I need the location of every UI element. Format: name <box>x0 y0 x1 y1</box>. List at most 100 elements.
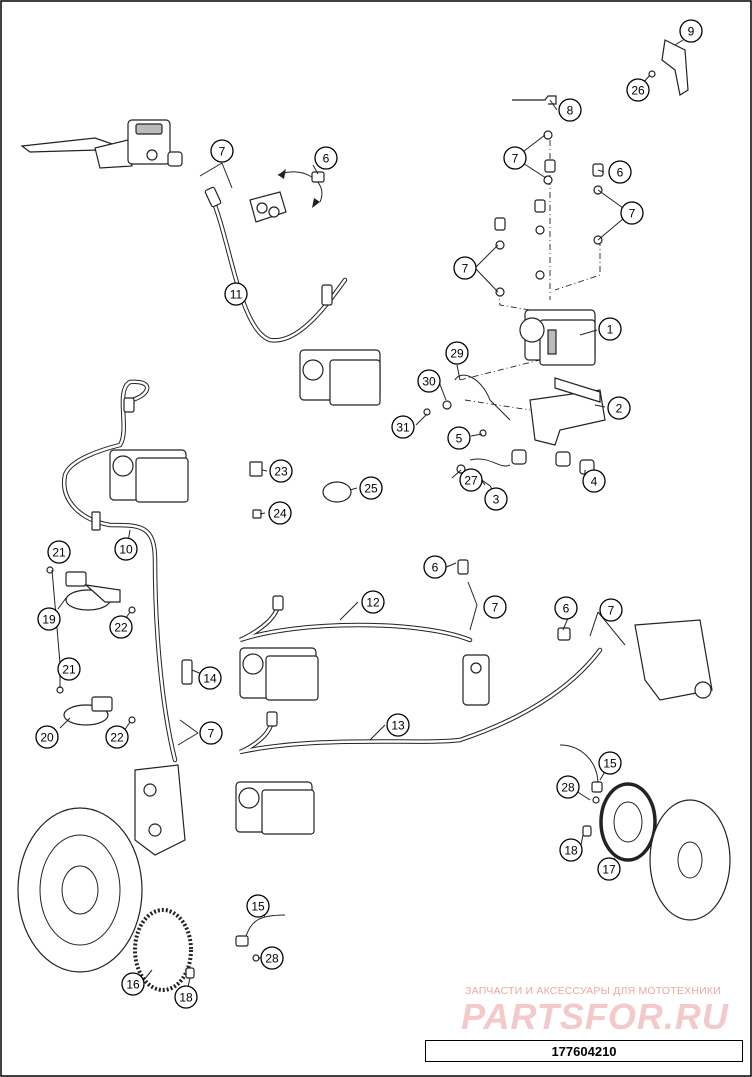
callout-number: 6 <box>323 152 330 166</box>
abs-unit-view-3 <box>239 647 319 701</box>
callout-number: 27 <box>464 474 478 488</box>
callout-number: 5 <box>456 432 463 446</box>
front-brake-caliper <box>134 659 193 856</box>
brake-hose-13 <box>239 647 603 755</box>
callout-23: 23 <box>269 459 293 483</box>
callout-25: 25 <box>359 476 383 500</box>
callout-number: 28 <box>561 781 575 795</box>
callout-circle <box>109 615 133 639</box>
callout-13: 13 <box>386 713 410 737</box>
callout-number: 6 <box>432 561 439 575</box>
callout-14: 14 <box>198 666 222 690</box>
callout-number: 7 <box>462 262 469 276</box>
callout-circle <box>198 666 222 690</box>
callout-number: 7 <box>208 727 215 741</box>
callout-number: 6 <box>563 602 570 616</box>
callout-circle <box>582 469 606 493</box>
callout-circle <box>386 713 410 737</box>
callout-number: 16 <box>126 978 140 992</box>
callout-5: 5 <box>447 426 471 450</box>
callout-circle <box>679 19 703 43</box>
callout-22: 22 <box>105 725 129 749</box>
callout-number: 7 <box>512 152 519 166</box>
callout-circle <box>597 857 621 881</box>
callout-7: 7 <box>199 721 223 745</box>
callout-18: 18 <box>559 838 583 862</box>
callout-circle <box>246 894 270 918</box>
callout-number: 22 <box>114 621 128 635</box>
callout-circle <box>620 201 644 225</box>
callout-circle <box>57 657 81 681</box>
callout-4: 4 <box>582 469 606 493</box>
callout-7: 7 <box>620 201 644 225</box>
callout-number: 21 <box>62 663 76 677</box>
callout-number: 30 <box>422 375 436 389</box>
callout-circle <box>417 369 441 393</box>
front-wheel-speed-sensor <box>235 914 286 962</box>
callout-circle <box>554 596 578 620</box>
diagram-id: 177604210 <box>425 1040 743 1062</box>
callout-circle <box>121 972 145 996</box>
callout-circle <box>391 415 415 439</box>
callout-number: 29 <box>450 347 464 361</box>
callout-circle <box>608 160 632 184</box>
callout-number: 15 <box>251 900 265 914</box>
callout-circle <box>447 426 471 450</box>
callout-17: 17 <box>597 857 621 881</box>
callout-3: 3 <box>484 487 508 511</box>
callout-circle <box>174 985 198 1009</box>
callout-number: 7 <box>492 601 499 615</box>
watermark-caption: ЗАПЧАСТИ И АКСЕССУАРЫ ДЛЯ МОТОТЕХНИКИ <box>465 985 721 997</box>
abs-bracket <box>511 377 606 475</box>
callout-20: 20 <box>35 725 59 749</box>
callout-number: 3 <box>493 493 500 507</box>
callout-28: 28 <box>260 946 284 970</box>
callout-7: 7 <box>599 598 623 622</box>
callout-circle <box>559 838 583 862</box>
callout-circle <box>105 725 129 749</box>
callout-11: 11 <box>224 282 248 306</box>
callout-number: 4 <box>591 475 598 489</box>
callout-number: 13 <box>391 719 405 733</box>
callout-6: 6 <box>608 160 632 184</box>
callout-8: 8 <box>558 98 582 122</box>
callout-26: 26 <box>626 78 650 102</box>
callout-number: 31 <box>396 421 410 435</box>
callout-number: 21 <box>52 546 66 560</box>
callout-24: 24 <box>268 501 292 525</box>
callout-number: 14 <box>203 672 217 686</box>
brake-hose-11 <box>204 186 348 343</box>
callout-circle <box>199 721 223 745</box>
callout-number: 26 <box>631 84 645 98</box>
brake-hose-12 <box>239 595 473 643</box>
rear-abs-sensor-ring <box>582 782 657 862</box>
callout-circle <box>453 256 477 280</box>
callout-circle <box>626 78 650 102</box>
abs-unit-view-2 <box>109 449 189 503</box>
hardware-top-right <box>494 39 689 297</box>
callout-number: 7 <box>629 207 636 221</box>
callout-number: 7 <box>608 604 615 618</box>
abs-unit-view-4 <box>235 781 315 835</box>
small-parts-23-25 <box>249 461 352 519</box>
cable-29 <box>454 374 511 421</box>
callout-number: 22 <box>110 731 124 745</box>
callout-number: 11 <box>230 288 243 302</box>
callout-number: 9 <box>688 25 695 39</box>
callout-6: 6 <box>314 146 338 170</box>
callout-circle <box>359 476 383 500</box>
callout-number: 8 <box>567 104 574 118</box>
front-brake-disc <box>17 807 143 973</box>
rear-brake-disc <box>649 799 731 921</box>
callout-number: 23 <box>274 465 288 479</box>
callout-6: 6 <box>423 555 447 579</box>
hose-clamps <box>46 566 136 726</box>
callout-circle <box>260 946 284 970</box>
callout-circle <box>210 139 234 163</box>
callout-28: 28 <box>556 775 580 799</box>
callout-9: 9 <box>679 19 703 43</box>
callout-circle <box>35 725 59 749</box>
callout-2: 2 <box>607 396 631 420</box>
